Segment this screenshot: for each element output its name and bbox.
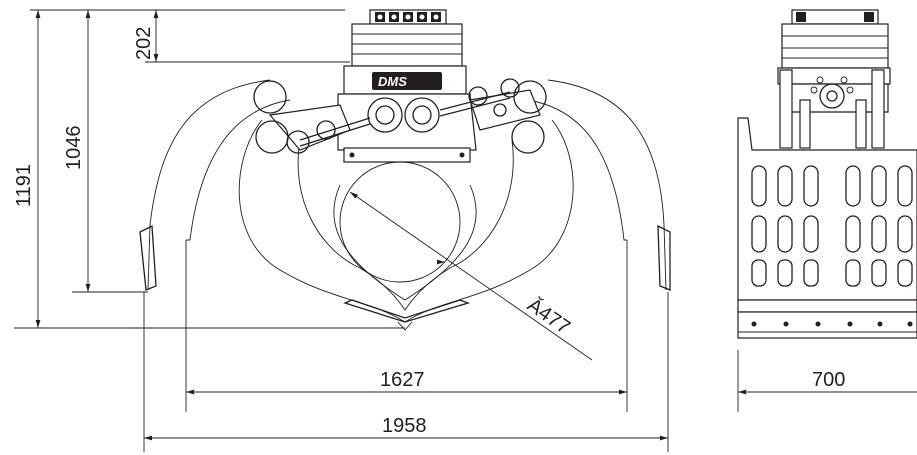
slot-grid [751,165,913,287]
dim-inner-width: 1627 [380,369,425,391]
dim-outer-width: 1958 [382,415,427,437]
dim-overall-height: 1191 [13,164,35,207]
dim-jaw-height: 1046 [63,126,85,171]
dim-rotator-height: 202 [133,27,155,60]
dim-diameter: Ă477 [523,293,574,339]
bolt-row [751,321,913,327]
dim-side-width: 700 [812,369,845,391]
dimension-lines [14,9,917,452]
side-view [737,9,917,339]
logo: DMS [378,74,407,89]
front-view: DMS [139,9,671,331]
